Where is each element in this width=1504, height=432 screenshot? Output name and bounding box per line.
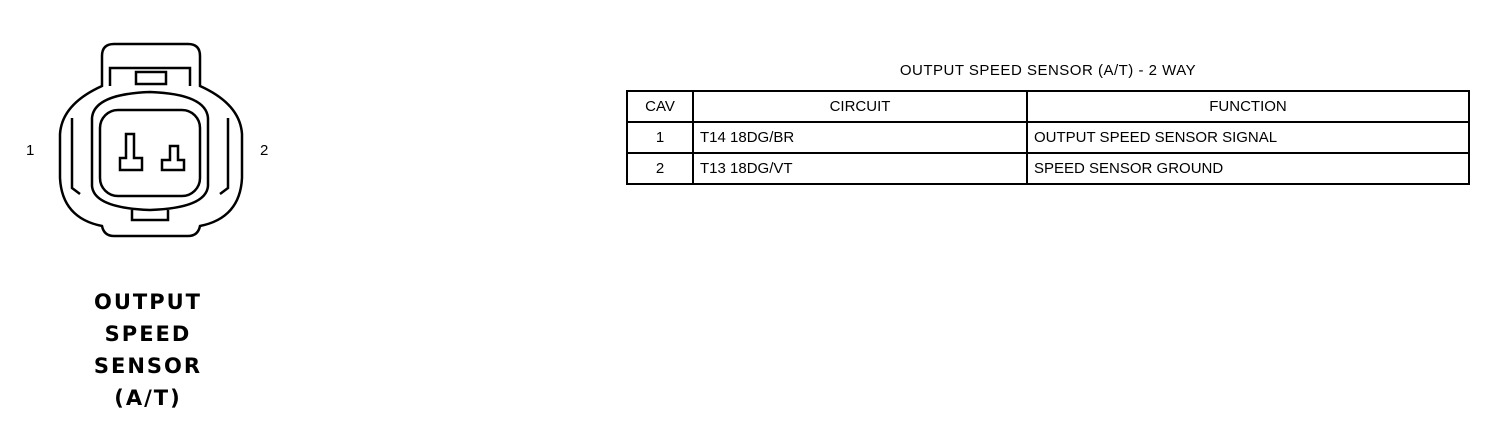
connector-caption: OUTPUT SPEED SENSOR (A/T) bbox=[60, 286, 236, 414]
cell-cav: 1 bbox=[626, 121, 694, 154]
connector-mid-housing bbox=[90, 90, 210, 212]
pin-1-label: 1 bbox=[26, 142, 35, 159]
terminal-2 bbox=[160, 144, 186, 172]
connector-face bbox=[98, 108, 202, 198]
table-header-row: CAV CIRCUIT FUNCTION bbox=[626, 90, 1470, 123]
cell-circuit: T14 18DG/BR bbox=[692, 121, 1028, 154]
latch-window bbox=[134, 70, 168, 86]
table-row: 1 T14 18DG/BR OUTPUT SPEED SENSOR SIGNAL bbox=[626, 121, 1470, 154]
header-circuit: CIRCUIT bbox=[692, 90, 1028, 123]
terminal-1 bbox=[118, 132, 144, 172]
pinout-table: CAV CIRCUIT FUNCTION 1 T14 18DG/BR OUTPU… bbox=[626, 90, 1470, 185]
caption-line: (A/T) bbox=[114, 386, 182, 410]
cell-circuit: T13 18DG/VT bbox=[692, 152, 1028, 185]
cell-function: SPEED SENSOR GROUND bbox=[1026, 152, 1470, 185]
cell-cav: 2 bbox=[626, 152, 694, 185]
table-title: OUTPUT SPEED SENSOR (A/T) - 2 WAY bbox=[899, 62, 1197, 79]
caption-line: OUTPUT bbox=[94, 290, 202, 314]
caption-line: SENSOR bbox=[93, 354, 203, 378]
header-function: FUNCTION bbox=[1026, 90, 1470, 123]
connector-top-tab bbox=[108, 66, 192, 86]
caption-line: SPEED bbox=[104, 322, 192, 346]
left-ridge bbox=[70, 118, 81, 195]
bottom-key bbox=[130, 210, 170, 222]
table-row: 2 T13 18DG/VT SPEED SENSOR GROUND bbox=[626, 152, 1470, 185]
connector-diagram bbox=[58, 42, 244, 238]
cell-function: OUTPUT SPEED SENSOR SIGNAL bbox=[1026, 121, 1470, 154]
pin-2-label: 2 bbox=[260, 142, 269, 159]
header-cav: CAV bbox=[626, 90, 694, 123]
right-ridge bbox=[219, 118, 230, 195]
connector-outer-housing bbox=[58, 42, 244, 238]
